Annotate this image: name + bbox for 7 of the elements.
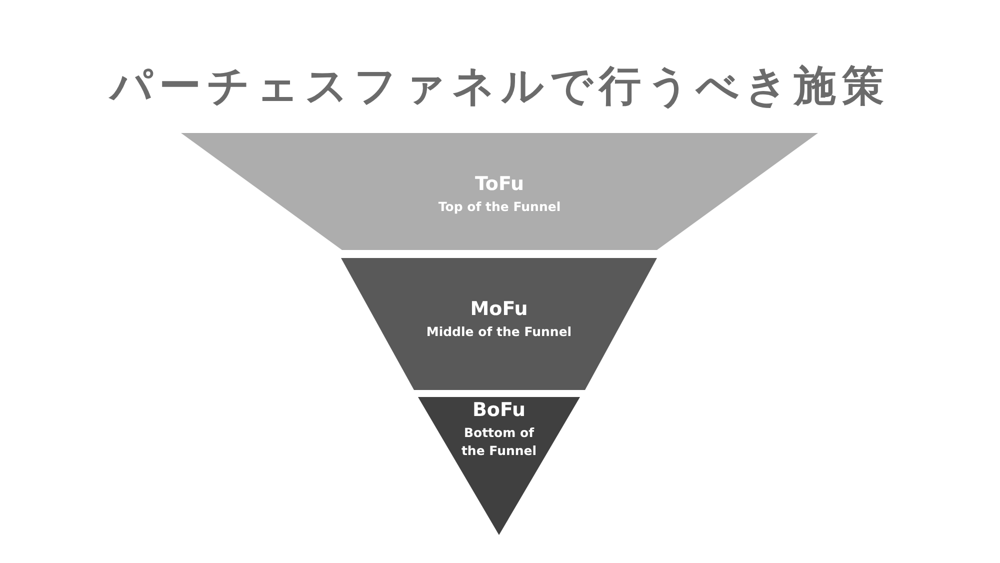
segment-subtitle: Bottom of the Funnel — [460, 424, 538, 460]
segment-title: ToFu — [474, 173, 526, 195]
segment-title: MoFu — [469, 298, 529, 320]
diagram-title: パーチェスファネルで行うべき施策 — [108, 60, 891, 112]
segment-title: BoFu — [471, 399, 527, 421]
segment-subtitle: Top of the Funnel — [437, 198, 562, 216]
segment-subtitle: Middle of the Funnel — [425, 323, 573, 341]
